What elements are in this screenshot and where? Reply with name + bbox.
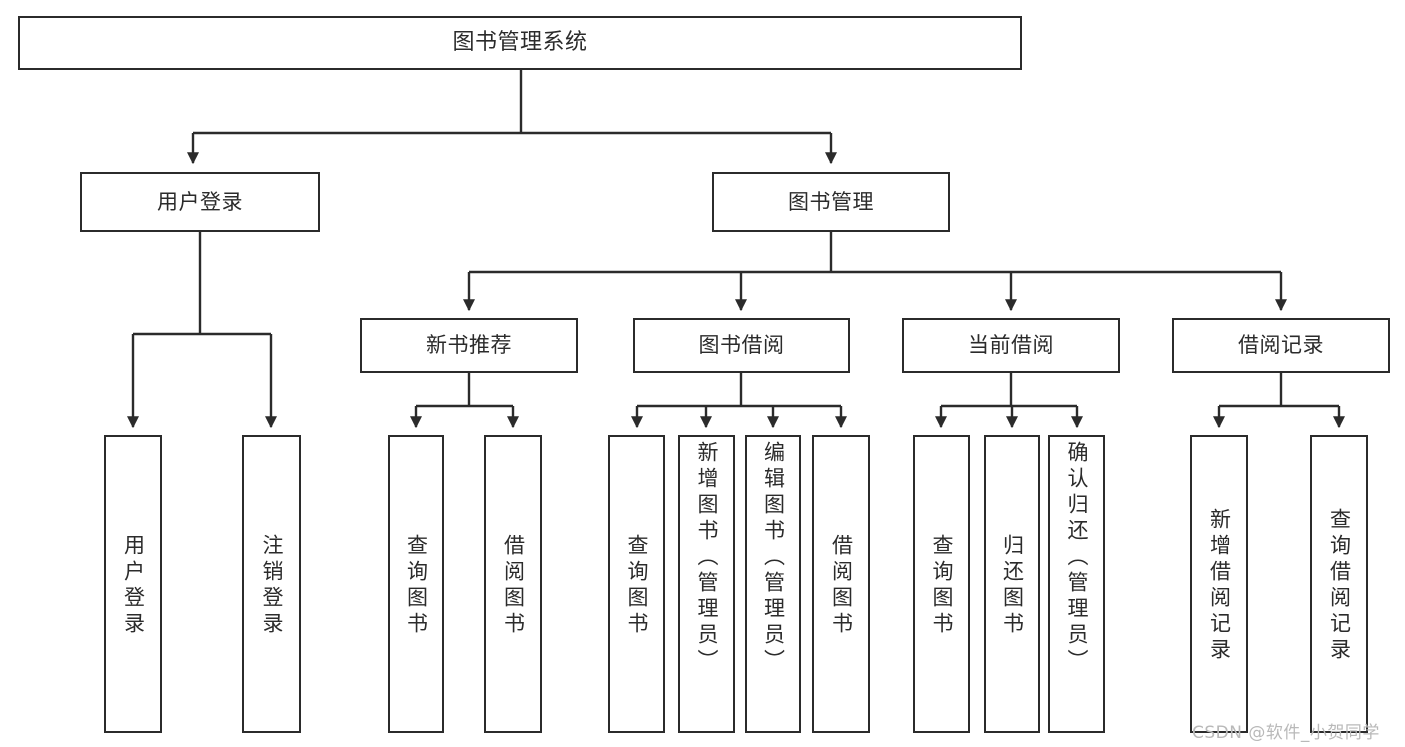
node-label: 图书借阅 [698, 333, 785, 358]
leaf-return-book[interactable]: 归还图书 [984, 435, 1040, 733]
node-label: 查询图书 [404, 534, 429, 638]
node-label: 用户登录 [157, 189, 243, 214]
node-label: 新增图书（管理员） [695, 441, 719, 675]
node-label: 注销登录 [260, 534, 284, 638]
leaf-borrow-book-new[interactable]: 借阅图书 [484, 435, 542, 733]
node-label: 用户登录 [121, 534, 146, 638]
leaf-logout[interactable]: 注销登录 [242, 435, 301, 733]
node-label: 新书推荐 [426, 333, 512, 358]
node-borrow-record[interactable]: 借阅记录 [1172, 318, 1390, 373]
node-current-borrow[interactable]: 当前借阅 [902, 318, 1120, 373]
leaf-borrow-book[interactable]: 借阅图书 [812, 435, 870, 733]
node-label: 查询图书 [625, 534, 649, 638]
leaf-add-borrow-record[interactable]: 新增借阅记录 [1190, 435, 1248, 733]
leaf-query-book-current[interactable]: 查询图书 [913, 435, 970, 733]
leaf-user-login[interactable]: 用户登录 [104, 435, 162, 733]
node-label: 归还图书 [1000, 534, 1025, 638]
node-book-management[interactable]: 图书管理 [712, 172, 950, 232]
csdn-watermark: CSDN @软件_小贺同学 [1192, 723, 1380, 743]
node-label: 新增借阅记录 [1207, 508, 1232, 664]
node-label: 编辑图书（管理员） [761, 441, 786, 675]
leaf-confirm-return-admin[interactable]: 确认归还（管理员） [1048, 435, 1105, 733]
node-root-system[interactable]: 图书管理系统 [18, 16, 1022, 70]
node-label: 借阅图书 [829, 534, 854, 638]
node-book-borrow[interactable]: 图书借阅 [633, 318, 850, 373]
node-label: 借阅记录 [1238, 333, 1324, 358]
node-new-book-recommend[interactable]: 新书推荐 [360, 318, 578, 373]
leaf-query-book-new[interactable]: 查询图书 [388, 435, 444, 733]
node-label: 借阅图书 [501, 534, 526, 638]
leaf-edit-book-admin[interactable]: 编辑图书（管理员） [745, 435, 801, 733]
leaf-add-book-admin[interactable]: 新增图书（管理员） [678, 435, 735, 733]
leaf-query-book-borrow[interactable]: 查询图书 [608, 435, 665, 733]
node-label: 图书管理系统 [452, 30, 588, 56]
node-label: 查询借阅记录 [1327, 508, 1352, 664]
node-label: 图书管理 [788, 189, 874, 214]
node-user-login[interactable]: 用户登录 [80, 172, 320, 232]
node-label: 查询图书 [930, 534, 954, 638]
node-label: 确认归还（管理员） [1065, 441, 1089, 675]
node-label: 当前借阅 [968, 333, 1054, 358]
leaf-query-borrow-record[interactable]: 查询借阅记录 [1310, 435, 1368, 733]
